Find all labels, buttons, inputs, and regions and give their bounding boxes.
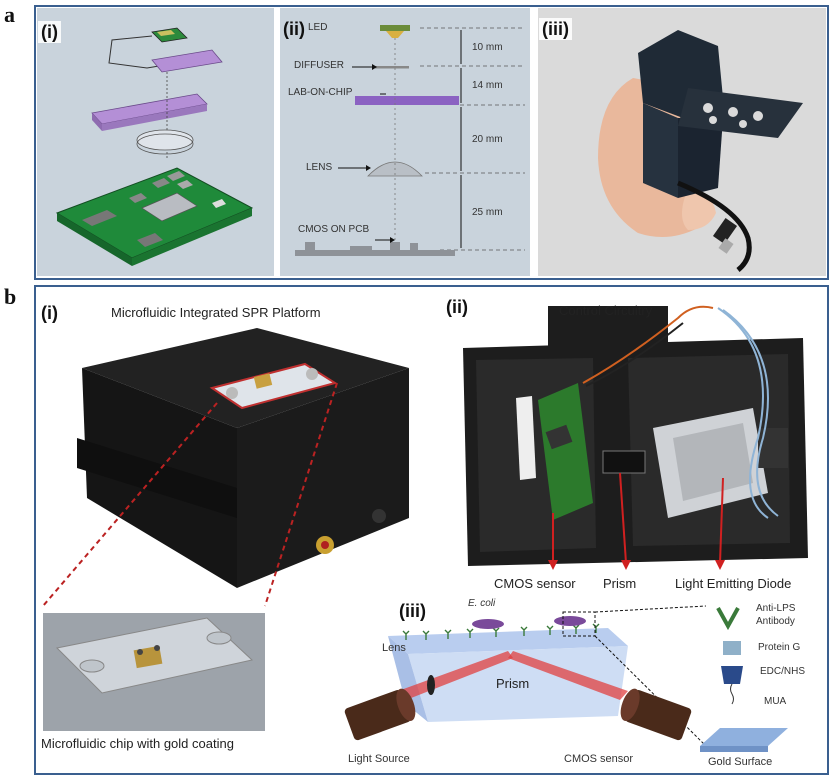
cmos-sensor-caption: CMOS sensor [494, 576, 576, 591]
panel-b-frame [34, 285, 829, 775]
gold-surface-label: Gold Surface [708, 756, 773, 768]
microfluidic-chip-caption: Microfluidic chip with gold coating [41, 736, 234, 751]
panel-b-iii-figure: E. coli Lens Prism Light Source CMOS sen… [328, 596, 826, 773]
prism-label-b: Prism [496, 676, 530, 691]
panel-a-frame [34, 5, 829, 280]
led-label: LED [308, 22, 328, 33]
panel-b-ii-label: (ii) [446, 297, 468, 317]
spr-platform-title: Microfluidic Integrated SPR Platform [111, 305, 321, 320]
lens-label: LENS [306, 162, 333, 173]
protein-g-label: Protein G [758, 642, 801, 653]
panel-b-ii-figure: Control Circuitry CMOS sensor Prism Ligh… [428, 288, 826, 593]
light-source-label: Light Source [348, 753, 410, 765]
edc-nhs-label: EDC/NHS [760, 666, 806, 677]
panel-a-iii-label: (iii) [539, 18, 572, 40]
mua-label: MUA [764, 696, 787, 707]
panel-a-i-figure [37, 8, 274, 276]
panel-b-letter: b [4, 284, 17, 309]
panel-a-letter: a [4, 2, 15, 27]
cmos-sensor-label-b: CMOS sensor [564, 753, 634, 765]
lab-on-chip-label: LAB-ON-CHIP [288, 87, 353, 98]
control-circuitry-title: Control Circuitry [559, 303, 653, 318]
distance-20mm: 20 mm [472, 134, 503, 145]
optical-stack-schematic [295, 25, 525, 256]
anti-lps-label: Anti-LPS [756, 603, 796, 614]
panel-a-i-label: (i) [38, 21, 61, 43]
control-circuitry-photo [463, 305, 808, 570]
prism-caption: Prism [603, 576, 637, 591]
spr-schematic [344, 605, 788, 752]
panel-a-ii-label: (ii) [283, 19, 305, 39]
exploded-assembly-drawing [55, 27, 254, 266]
lens-label-b: Lens [382, 642, 406, 654]
ecoli-label: E. coli [468, 598, 496, 609]
panel-a-ii-figure: LED DIFFUSER LAB-ON-CHIP LENS CMOS ON PC… [280, 8, 530, 276]
cmos-on-pcb-label: CMOS ON PCB [298, 224, 370, 235]
panel-b-iii-label: (iii) [399, 601, 426, 621]
antibody-label: Antibody [756, 616, 795, 627]
panel-b-i-figure: Microfluidic Integrated SPR Platform Mic… [37, 288, 422, 773]
distance-14mm: 14 mm [472, 80, 503, 91]
panel-a-iii-photo [538, 8, 826, 276]
spr-platform-photo [42, 328, 409, 731]
distance-25mm: 25 mm [472, 207, 503, 218]
panel-b-i-label: (i) [41, 303, 58, 323]
led-caption: Light Emitting Diode [675, 576, 792, 591]
diffuser-label: DIFFUSER [294, 60, 344, 71]
handheld-device-photo [538, 8, 826, 276]
distance-10mm: 10 mm [472, 42, 503, 53]
